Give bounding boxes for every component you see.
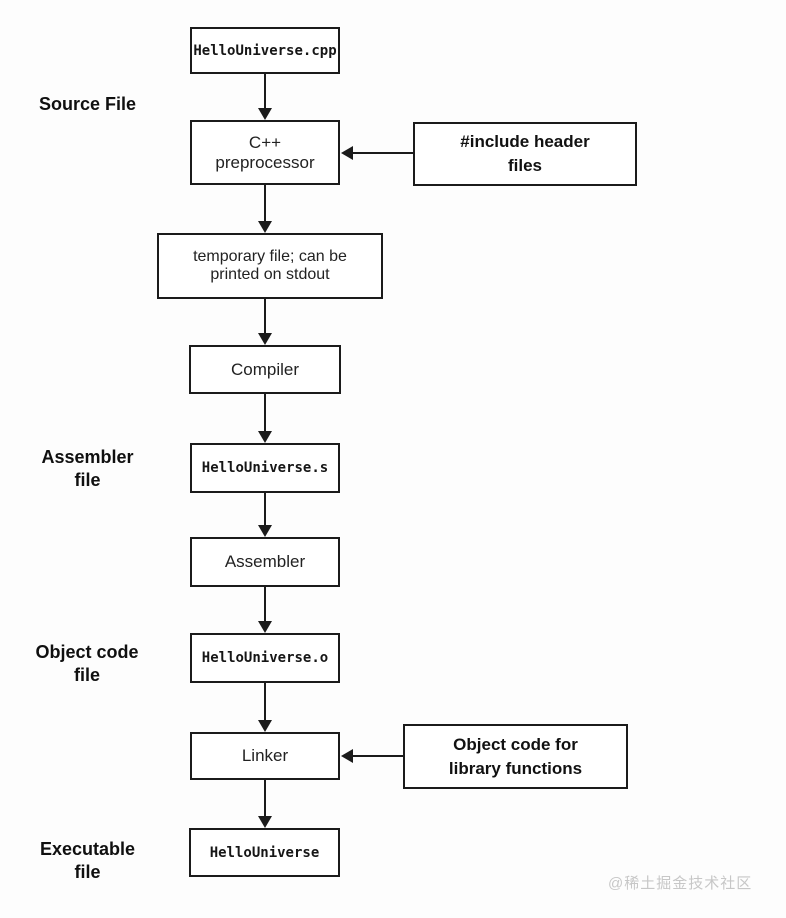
node-assembler-file: HelloUniverse.s bbox=[190, 443, 340, 493]
stage-label-object-code-file: Object code file bbox=[35, 642, 139, 685]
stage-label-source-file: Source File bbox=[38, 94, 137, 114]
node-temporary-file: temporary file; can be printed on stdout bbox=[157, 233, 383, 299]
node-linker: Linker bbox=[190, 732, 340, 780]
node-include-headers: #include header files bbox=[413, 122, 637, 186]
node-object-file: HelloUniverse.o bbox=[190, 633, 340, 683]
node-preprocessor: C++ preprocessor bbox=[190, 120, 340, 185]
node-compiler: Compiler bbox=[189, 345, 341, 394]
node-executable: HelloUniverse bbox=[189, 828, 340, 877]
node-source-file: HelloUniverse.cpp bbox=[190, 27, 340, 74]
node-library-objects: Object code for library functions bbox=[403, 724, 628, 789]
node-assembler: Assembler bbox=[190, 537, 340, 587]
stage-label-assembler-file: Assembler file bbox=[41, 447, 134, 490]
watermark: @稀土掘金技术社区 bbox=[608, 875, 753, 892]
stage-label-executable-file: Executable file bbox=[39, 839, 136, 882]
